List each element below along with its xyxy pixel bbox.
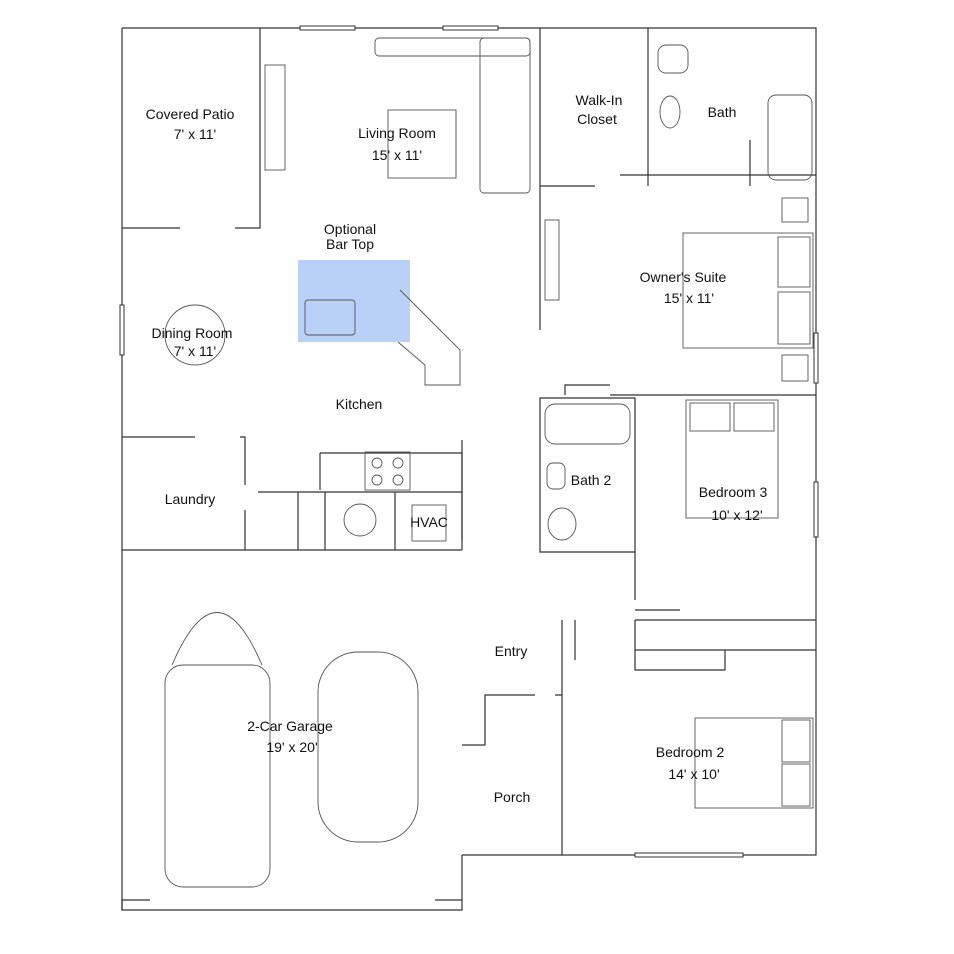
bar-top-label-2: Bar Top bbox=[326, 236, 374, 252]
owners-suite-size: 15' x 11' bbox=[664, 290, 714, 306]
covered-patio-size: 7' x 11' bbox=[174, 126, 216, 142]
windows bbox=[119, 25, 819, 858]
walk-in-closet-label-1: Walk-In bbox=[576, 92, 623, 108]
laundry-label: Laundry bbox=[165, 491, 216, 507]
dining-room-label: Dining Room bbox=[152, 325, 233, 341]
covered-patio-label: Covered Patio bbox=[146, 106, 235, 122]
hvac-label: HVAC bbox=[410, 514, 448, 530]
dining-room-size: 7' x 11' bbox=[174, 343, 216, 359]
bath-2-label: Bath 2 bbox=[571, 472, 612, 488]
bedroom-3-label: Bedroom 3 bbox=[699, 484, 768, 500]
bedroom-2-label: Bedroom 2 bbox=[656, 744, 725, 760]
fixtures bbox=[164, 37, 814, 888]
walk-in-closet-label-2: Closet bbox=[577, 111, 617, 127]
garage-size: 19' x 20' bbox=[266, 739, 317, 755]
bedroom-3-size: 10' x 12' bbox=[711, 507, 762, 523]
living-room-size: 15' x 11' bbox=[372, 147, 422, 163]
bedroom-2-size: 14' x 10' bbox=[668, 766, 719, 782]
bar-top-label-1: Optional bbox=[324, 221, 376, 237]
garage-label: 2-Car Garage bbox=[247, 718, 333, 734]
entry-label: Entry bbox=[495, 643, 528, 659]
owners-suite-label: Owner's Suite bbox=[640, 269, 727, 285]
living-room-label: Living Room bbox=[358, 125, 436, 141]
porch-label: Porch bbox=[494, 789, 531, 805]
kitchen-label: Kitchen bbox=[336, 396, 383, 412]
bath-label: Bath bbox=[708, 104, 737, 120]
